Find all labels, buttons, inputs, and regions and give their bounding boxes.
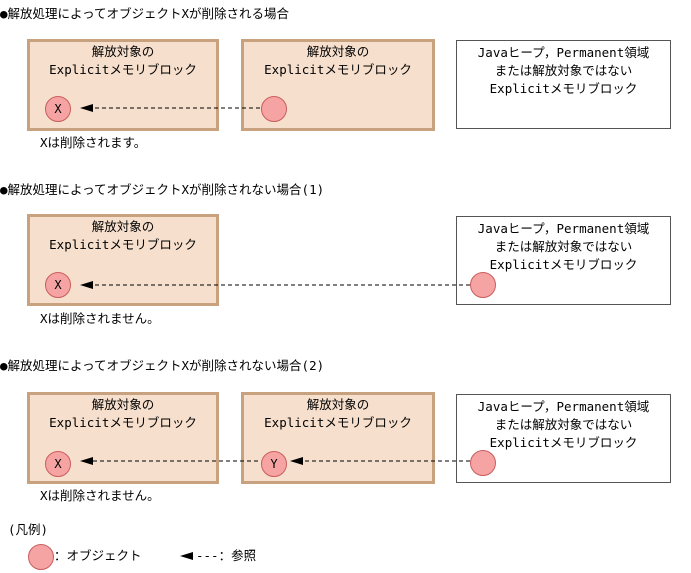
case2-note: Xは削除されません。 (40, 311, 160, 326)
legend-reference-label: ---：参照 (196, 548, 257, 563)
target-block-title-line1: 解放対象の (91, 219, 155, 234)
case1-heading: ●解放処理によってオブジェクトXが削除される場合 (0, 6, 290, 21)
case3-heading: ●解放処理によってオブジェクトXが削除されない場合(2) (0, 358, 325, 373)
target-block-title-line2: Explicitメモリブロック (49, 415, 197, 430)
legend-object-icon (28, 544, 54, 570)
case2-heading: ●解放処理によってオブジェクトXが削除されない場合(1) (0, 182, 325, 197)
legend-title: (凡例) (8, 522, 49, 537)
object-y: Y (261, 451, 287, 477)
case1-heap-box: Javaヒープ，Permanent領域 または解放対象ではない Explicit… (456, 40, 671, 129)
case2-target-block-1: 解放対象の Explicitメモリブロック X (27, 214, 219, 306)
heap-box-line3: Explicitメモリブロック (489, 257, 638, 272)
legend-object-label: ：オブジェクト (54, 548, 142, 563)
case3-heap-box: Javaヒープ，Permanent領域 または解放対象ではない Explicit… (456, 394, 671, 483)
case1-note: Xは削除されます。 (40, 135, 147, 150)
case3-arrowhead-x (80, 457, 93, 465)
heap-box-line2: または解放対象ではない (494, 417, 633, 432)
case1-target-block-2: 解放対象の Explicitメモリブロック (241, 39, 435, 131)
object-referrer (261, 96, 287, 122)
target-block-title-line2: Explicitメモリブロック (264, 415, 412, 430)
heap-box-line3: Explicitメモリブロック (489, 435, 638, 450)
case3-note: Xは削除されません。 (40, 488, 160, 503)
case3-target-block-2: 解放対象の Explicitメモリブロック Y (241, 392, 435, 484)
target-block-title-line2: Explicitメモリブロック (264, 62, 412, 77)
object-x: X (45, 272, 71, 298)
object-referrer (470, 272, 496, 298)
object-x: X (45, 451, 71, 477)
case2-arrowhead (80, 281, 93, 289)
heap-box-line2: または解放対象ではない (494, 63, 633, 78)
heap-box-line1: Javaヒープ，Permanent領域 (477, 45, 650, 60)
heap-box-line1: Javaヒープ，Permanent領域 (477, 221, 650, 236)
object-referrer (470, 450, 496, 476)
object-x: X (45, 96, 71, 122)
heap-box-line3: Explicitメモリブロック (489, 81, 638, 96)
legend-arrowhead (180, 552, 193, 560)
target-block-title-line2: Explicitメモリブロック (49, 62, 197, 77)
heap-box-line2: または解放対象ではない (494, 239, 633, 254)
target-block-title-line1: 解放対象の (91, 397, 155, 412)
case1-target-block-1: 解放対象の Explicitメモリブロック X (27, 39, 219, 131)
target-block-title-line1: 解放対象の (306, 397, 370, 412)
case1-arrowhead (80, 104, 93, 112)
heap-box-line1: Javaヒープ，Permanent領域 (477, 399, 650, 414)
case2-heap-box: Javaヒープ，Permanent領域 または解放対象ではない Explicit… (456, 216, 671, 305)
case3-arrowhead-y (290, 457, 303, 465)
target-block-title-line1: 解放対象の (306, 44, 370, 59)
target-block-title-line1: 解放対象の (91, 44, 155, 59)
target-block-title-line2: Explicitメモリブロック (49, 237, 197, 252)
case3-target-block-1: 解放対象の Explicitメモリブロック X (27, 392, 219, 484)
